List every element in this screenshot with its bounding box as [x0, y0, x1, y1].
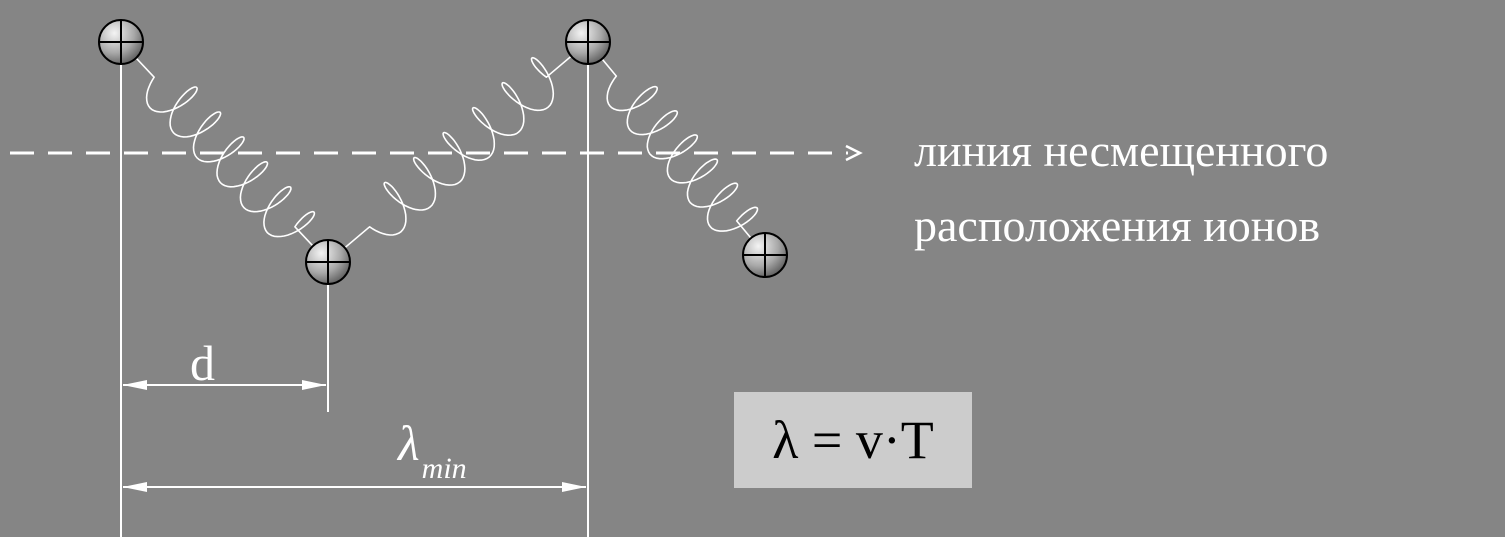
arrowhead-icon: [302, 380, 326, 390]
circle-plus-icon: [98, 19, 144, 65]
lambda-symbol: λ: [398, 415, 420, 471]
arrowhead-icon: [123, 482, 147, 492]
arrowhead-icon: [845, 144, 863, 162]
undisplaced-line-caption-1: линия несмещенного: [914, 125, 1329, 176]
lambda-subscript: min: [421, 452, 467, 485]
coil-spring-icon: [120, 41, 329, 263]
formula-box: λ = v·T: [734, 392, 972, 488]
distance-d-label: d: [190, 335, 215, 391]
circle-plus-icon: [565, 19, 611, 65]
circle-plus-icon: [305, 239, 351, 285]
undisplaced-line-caption-2: расположения ионов: [914, 200, 1321, 251]
arrowhead-icon: [562, 482, 586, 492]
coil-spring-icon: [327, 41, 589, 263]
lambda-min-label: λmin: [398, 418, 467, 484]
formula-text: λ = v·T: [772, 410, 934, 470]
coil-spring-icon: [587, 41, 766, 256]
circle-plus-icon: [742, 232, 788, 278]
arrowhead-icon: [123, 380, 147, 390]
